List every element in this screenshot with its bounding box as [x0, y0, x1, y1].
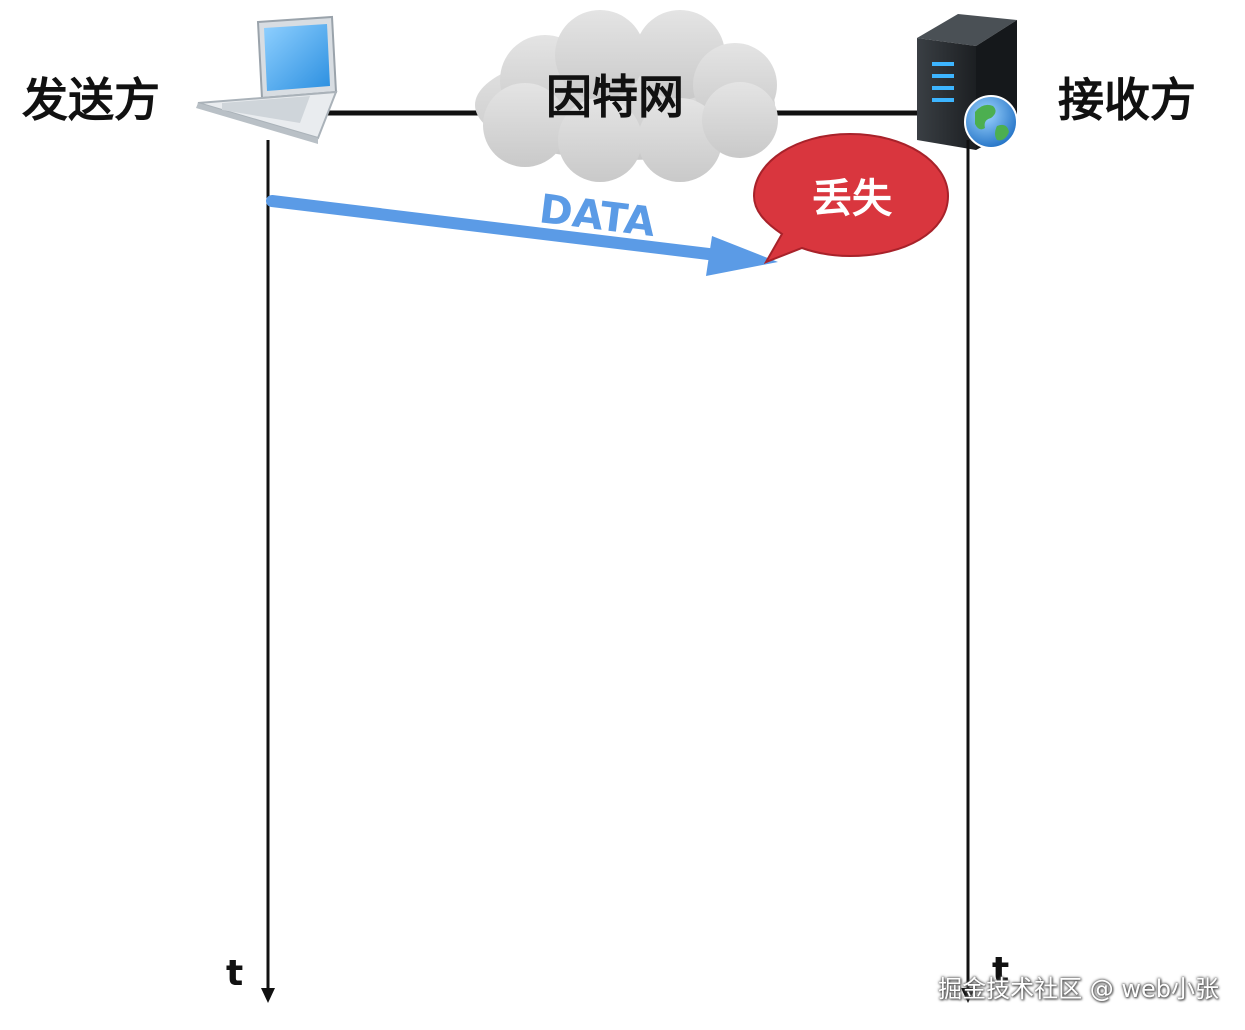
data-packet-arrow	[266, 195, 778, 276]
cloud-icon	[475, 10, 778, 182]
watermark: 掘金技术社区 @ web小张	[938, 975, 1219, 1003]
lost-label: 丢失	[812, 176, 893, 222]
sender-label: 发送方	[22, 73, 160, 127]
lost-speech-bubble	[752, 132, 950, 264]
sender-timeline-arrowhead	[261, 988, 275, 1003]
server-icon	[917, 14, 1017, 150]
globe-icon	[964, 95, 1018, 149]
receiver-label: 接收方	[1058, 73, 1196, 127]
laptop-icon	[196, 15, 338, 144]
receiver-timeline-arrowhead	[961, 988, 975, 1003]
sender-axis-label: t	[226, 953, 243, 994]
receiver-axis-label: t	[992, 950, 1009, 991]
network-label: 因特网	[546, 70, 684, 124]
